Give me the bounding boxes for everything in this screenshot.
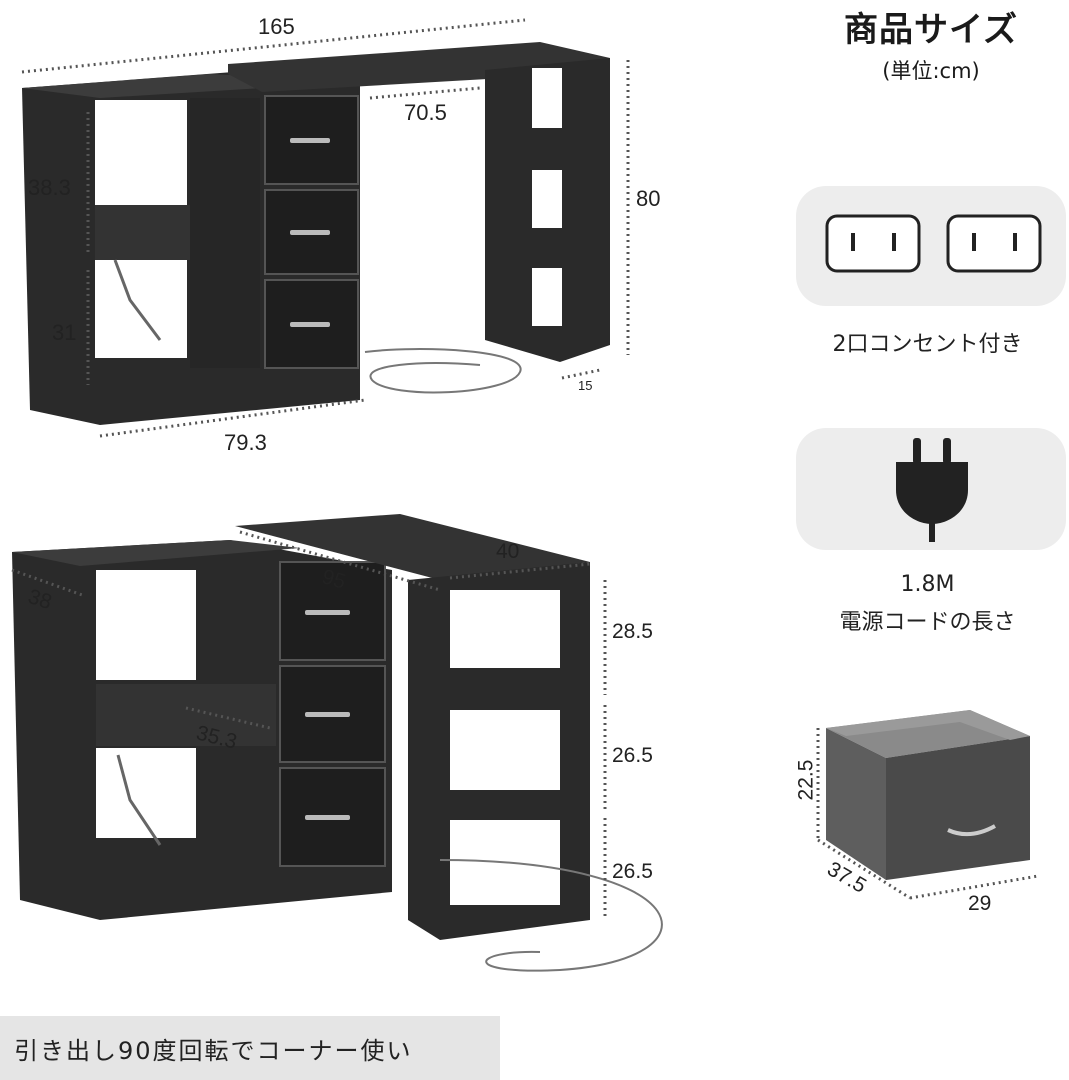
dim-tier-2: 26.5 [612,744,653,767]
page-title: 商品サイズ [844,10,1018,50]
desk-straight-illustration [21,18,630,438]
outlet-card [796,186,1066,306]
caption-text: 引き出し90度回転でコーナー使い [14,1037,413,1065]
cord-length: 1.8M [900,572,955,597]
cord-length-label: 電源コードの長さ [839,610,1016,635]
dim-height: 80 [636,186,661,211]
dim-shelf-upper: 38.3 [28,175,71,200]
dim-side-depth: 15 [578,378,593,393]
caption-banner: 引き出し90度回転でコーナー使い [0,1016,500,1080]
dim-width-total: 165 [258,14,295,39]
dim-tier-1: 28.5 [612,620,653,643]
dim-base-width: 79.3 [224,430,267,455]
dim-desk-opening: 70.5 [404,100,447,125]
power-outlet-icon [825,214,1042,273]
outlet-label: 2口コンセント付き [832,332,1023,357]
power-plug-icon [896,438,968,542]
dim-shelf-lower: 31 [52,320,77,345]
plug-card [796,428,1066,550]
drawer-height: 22.5 [794,759,818,801]
storage-drawer-illustration [816,710,1039,900]
drawer-width: 29 [968,892,992,915]
desk-corner-illustration [11,514,663,972]
dim-side-top: 40 [496,540,520,563]
dim-tier-3: 26.5 [612,860,653,883]
unit-label: (単位:cm) [882,59,980,83]
